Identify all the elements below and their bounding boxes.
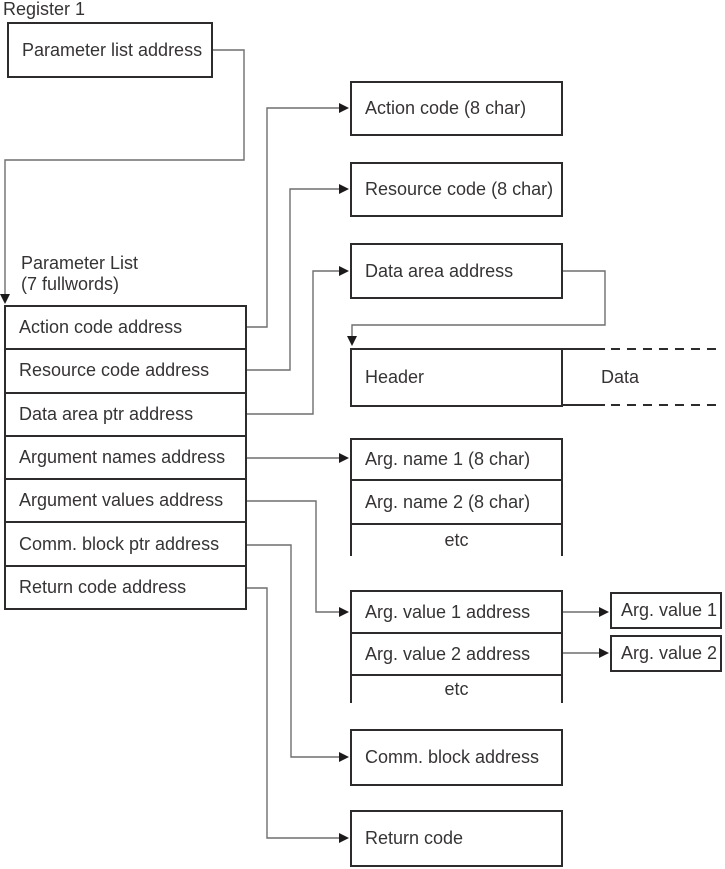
- arrowhead-down-parameter-list: [0, 294, 10, 304]
- register-label: Register 1: [3, 0, 86, 19]
- arg-values-etc-row: etc: [444, 679, 469, 699]
- arrowhead-argument-values: [339, 607, 349, 617]
- arg-name-2-row: Arg. name 2 (8 char): [352, 481, 561, 525]
- wire-resource-code: [247, 188, 339, 371]
- action-code-box: Action code (8 char): [350, 81, 563, 136]
- parameter-list-stack: Action code address Resource code addres…: [4, 305, 247, 610]
- param-row-resource-code-address: Resource code address: [6, 350, 245, 394]
- arrowhead-resource-code: [339, 184, 349, 194]
- resource-code-box: Resource code (8 char): [350, 162, 563, 217]
- parameter-list-caption-line1: Parameter List: [21, 253, 139, 273]
- arg-name-1-row: Arg. name 1 (8 char): [352, 440, 561, 481]
- parameter-list-caption-line2: (7 fullwords): [21, 274, 120, 294]
- param-row-argument-values-address: Argument values address: [6, 480, 245, 524]
- wire-data-area-to-header: [351, 270, 606, 336]
- wire-data-area-ptr: [247, 270, 339, 415]
- param-row-action-code-address: Action code address: [6, 307, 245, 351]
- param-row-argument-names-address: Argument names address: [6, 437, 245, 481]
- param-row-data-area-ptr-address: Data area ptr address: [6, 394, 245, 437]
- wire-register-to-parameter-list: [4, 49, 245, 294]
- arrowhead-action-code: [339, 103, 349, 113]
- return-code-box: Return code: [350, 810, 563, 867]
- data-area-data-label: Data: [600, 367, 640, 387]
- arrowhead-comm-block: [339, 752, 349, 762]
- arrowhead-data-area-ptr: [339, 266, 349, 276]
- arg-value-2-box: Arg. value 2: [610, 635, 722, 672]
- arg-value-1-box: Arg. value 1: [610, 592, 722, 629]
- arrowhead-arg-value-2: [599, 648, 609, 658]
- arg-names-stack: Arg. name 1 (8 char) Arg. name 2 (8 char…: [350, 438, 563, 556]
- arg-value-1-address-row: Arg. value 1 address: [352, 592, 561, 634]
- arrowhead-argument-names: [339, 453, 349, 463]
- param-row-return-code-address: Return code address: [19, 576, 187, 597]
- wire-argument-values: [247, 500, 339, 613]
- data-area-address-box: Data area address: [350, 243, 563, 299]
- parameter-list-address-box: Parameter list address: [7, 22, 213, 78]
- arrowhead-arg-value-1: [599, 607, 609, 617]
- arg-values-stack: Arg. value 1 address Arg. value 2 addres…: [350, 590, 563, 703]
- comm-block-address-box: Comm. block address: [350, 729, 563, 786]
- parameter-list-caption: Parameter List (7 fullwords): [21, 253, 138, 295]
- wire-comm-block: [247, 544, 339, 758]
- arrowhead-return-code: [339, 833, 349, 843]
- wire-return-code: [247, 587, 339, 839]
- arrowhead-header: [347, 336, 357, 346]
- arg-value-2-address-row: Arg. value 2 address: [352, 634, 561, 676]
- arg-names-etc-row: etc: [444, 530, 469, 550]
- wire-action-code: [247, 107, 339, 328]
- header-box: Header: [350, 348, 563, 407]
- param-row-comm-block-ptr-address: Comm. block ptr address: [6, 523, 245, 567]
